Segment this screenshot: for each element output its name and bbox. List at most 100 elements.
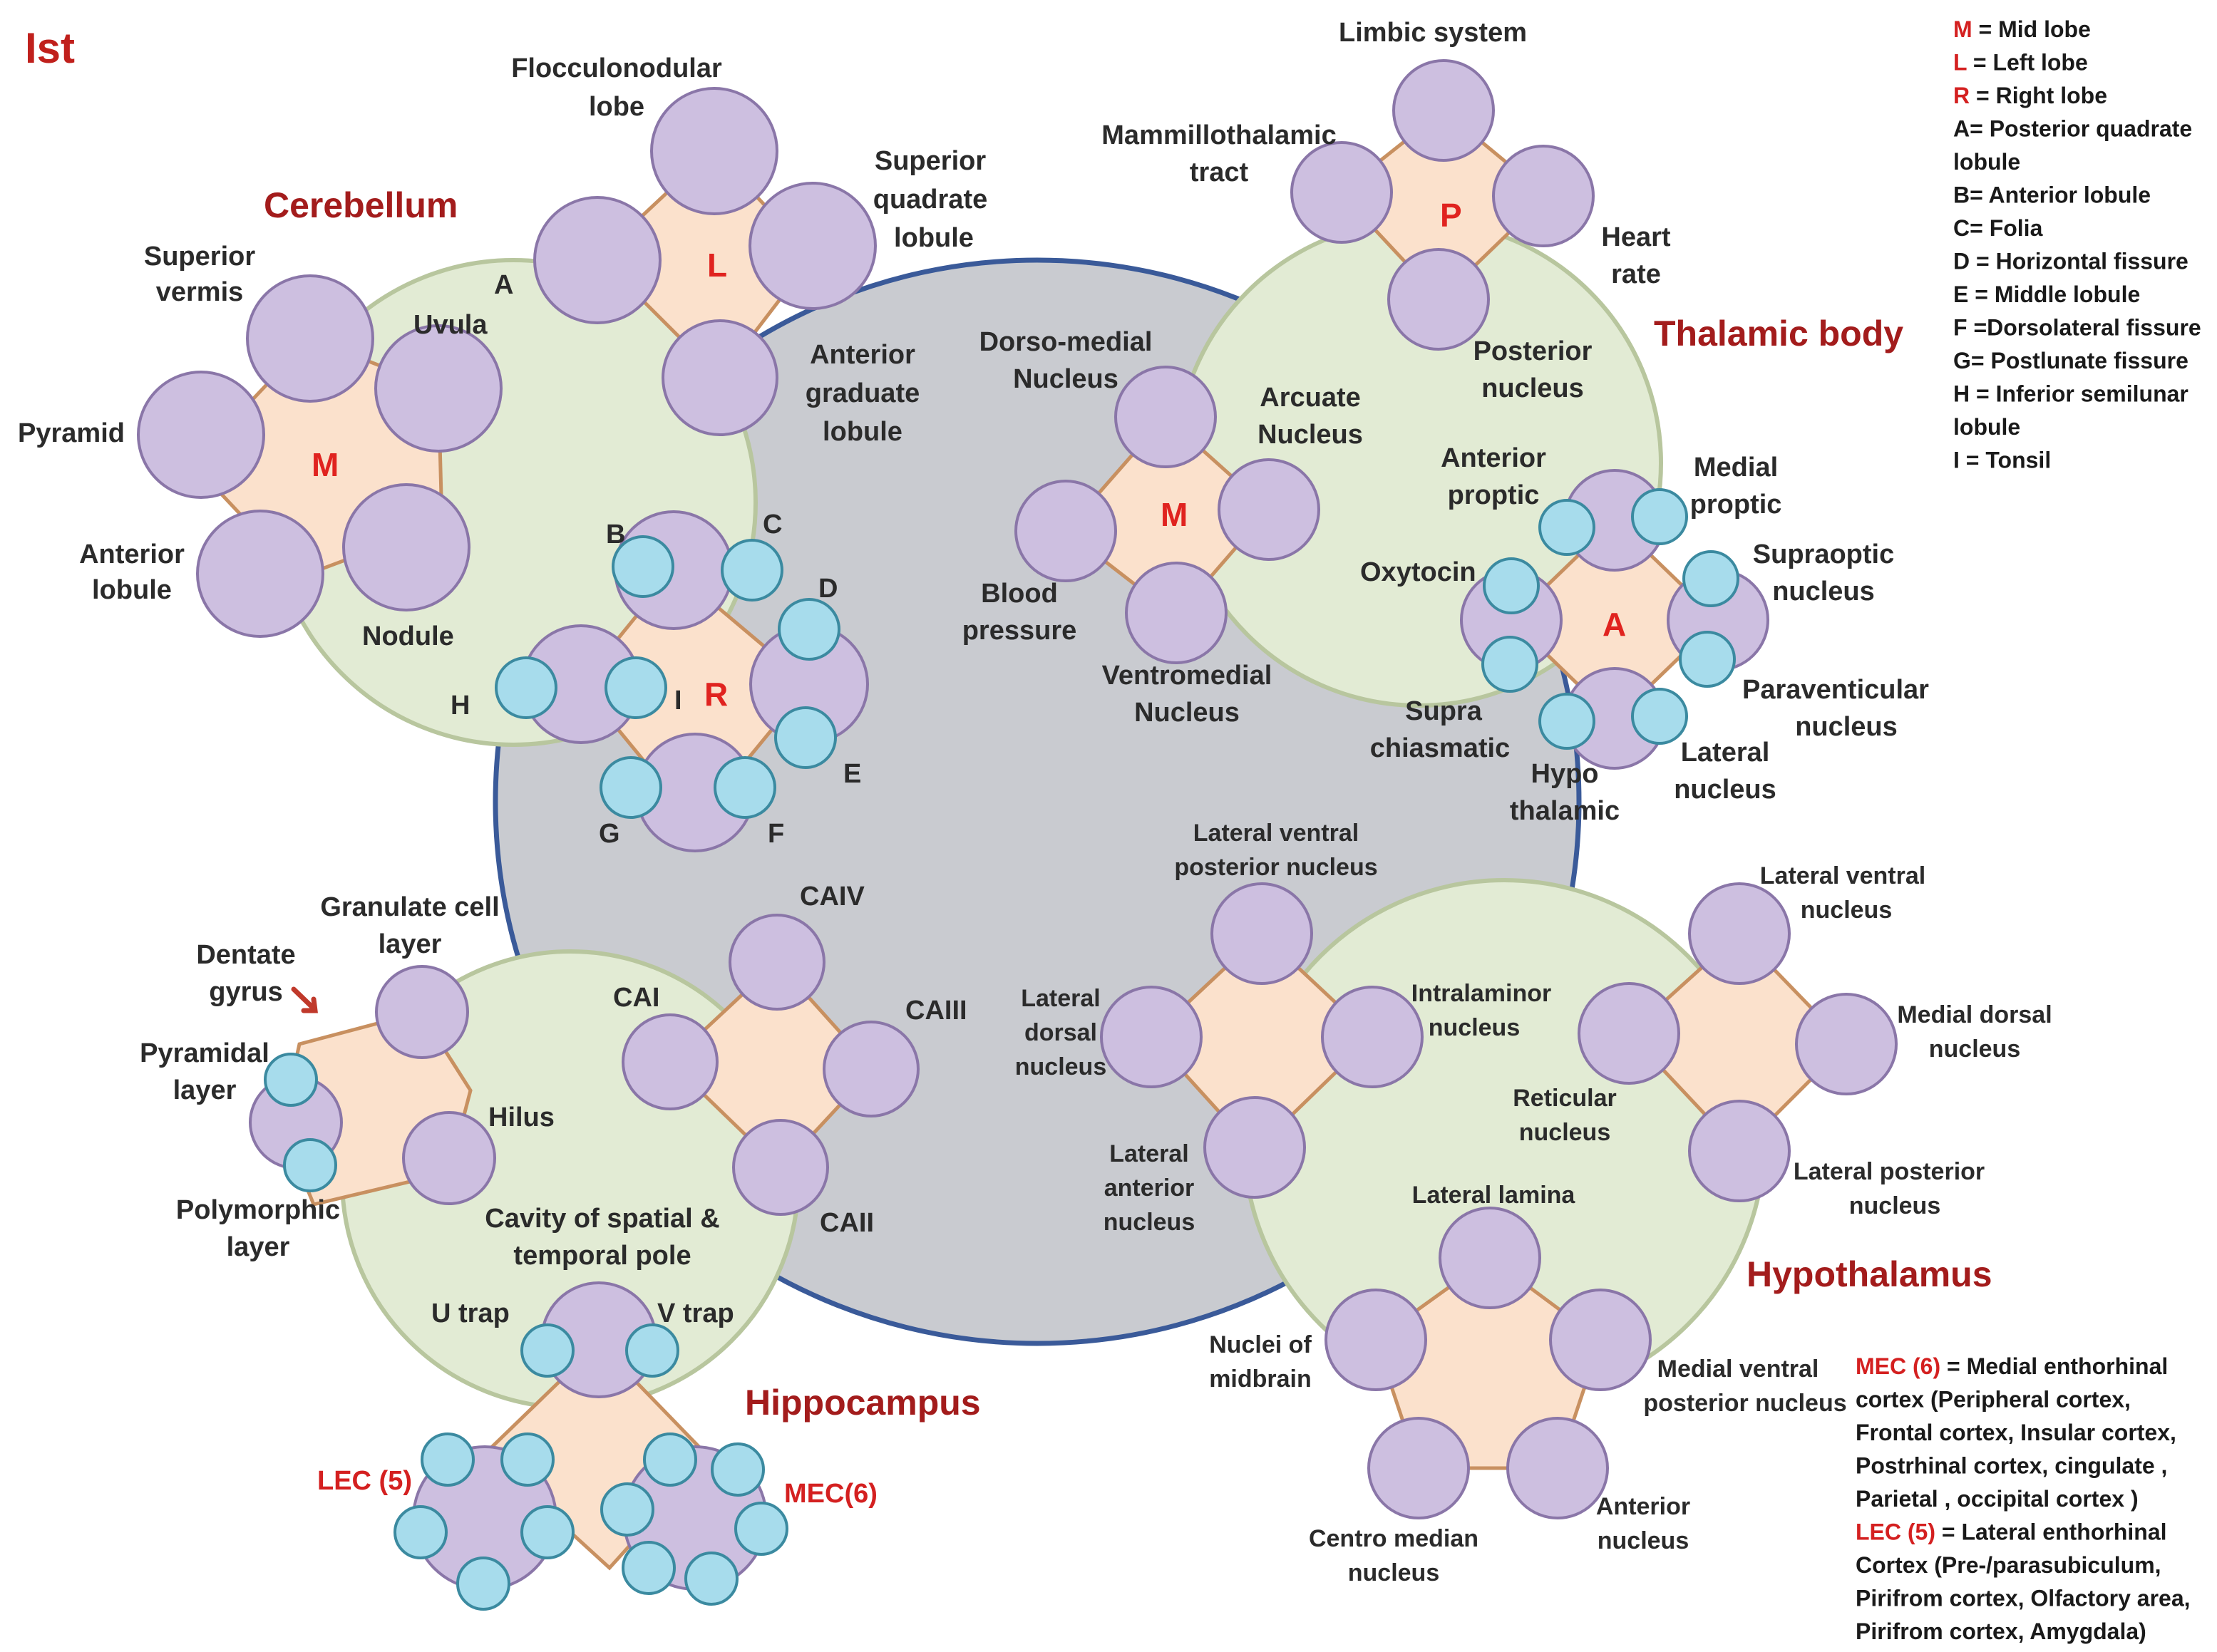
subnode-mec-2: [711, 1442, 765, 1497]
legend-bottom-text: = Medial enthorhinal: [1940, 1353, 2168, 1379]
legend-top-text: H = Inferior semilunar: [1953, 381, 2188, 407]
node-heart-rate: [1492, 145, 1595, 247]
legend-top-line: I = Tonsil: [1953, 448, 2051, 473]
thalamic-title: Thalamic body: [1654, 314, 1903, 353]
node-mammillothalamic: [1290, 141, 1393, 244]
node-nodule: [342, 483, 470, 611]
legend-top-text: A= Posterior quadrate: [1953, 116, 2192, 142]
subnode-anterior-proptic: [1538, 499, 1595, 556]
label-caiii: CAIII: [905, 996, 967, 1026]
node-lat-ventral: [1688, 882, 1791, 985]
legend-top-line: lobule: [1953, 149, 2020, 175]
legend-bottom-line: MEC (6) = Medial enthorhinal: [1856, 1353, 2168, 1379]
node-granulate: [375, 965, 469, 1059]
legend-bottom-text: Cortex (Pre-/parasubiculum,: [1856, 1552, 2161, 1578]
legend-top-line: D = Horizontal fissure: [1953, 249, 2188, 274]
subnode-lec-4: [456, 1557, 510, 1611]
node-lat-posterior: [1688, 1100, 1791, 1202]
label-mec: MEC(6): [784, 1479, 878, 1509]
label-nodule: Nodule: [362, 621, 454, 651]
legend-top-line: A= Posterior quadrate: [1953, 116, 2192, 142]
legend-top-line: R = Right lobe: [1953, 83, 2107, 108]
legend-top-line: F =Dorsolateral fissure: [1953, 315, 2201, 341]
legend-bottom-line: Pirifrom cortex, Olfactory area,: [1856, 1586, 2191, 1611]
legend-bottom-text: cortex (Peripheral cortex,: [1856, 1387, 2131, 1413]
legend-top-text: = Mid lobe: [1972, 16, 2091, 42]
subnode-g: [600, 756, 662, 819]
subnode-mec-5: [622, 1541, 676, 1595]
legend-top-key: R: [1953, 83, 1970, 108]
subnode-pyramidal-top: [264, 1053, 318, 1107]
legend-top-line: C= Folia: [1953, 215, 2043, 241]
cerebellum-title: Cerebellum: [264, 185, 458, 225]
subnode-mec-1: [643, 1432, 697, 1487]
page-label: Ist: [25, 24, 75, 72]
hub-m-letter: M: [312, 446, 339, 483]
subnode-mec-4: [684, 1552, 739, 1606]
node-superior-quadrate: [749, 182, 877, 310]
node-lat-anterior: [1203, 1096, 1306, 1199]
legend-top-text: lobule: [1953, 149, 2020, 175]
node-limbic: [1392, 59, 1495, 162]
node-l-left: [533, 196, 662, 324]
node-nuclei-midbrain: [1324, 1289, 1427, 1391]
hub-p-letter: P: [1440, 197, 1462, 234]
legend-top-key: L: [1953, 50, 1967, 76]
node-superior-vermis: [246, 274, 374, 403]
legend-top-line: H = Inferior semilunar: [1953, 381, 2188, 407]
node-flocculonodular: [650, 87, 778, 215]
legend-bottom-key: MEC (6): [1856, 1353, 1940, 1379]
hub-l-letter: L: [707, 247, 727, 284]
legend-bottom-text: Pirifrom cortex, Olfactory area,: [1856, 1586, 2191, 1611]
subnode-b: [612, 535, 674, 598]
node-medial-ventral-posterior: [1549, 1289, 1652, 1391]
node-hilus: [402, 1111, 496, 1205]
subnode-hypothalamic: [1538, 693, 1595, 750]
node-dorso-medial: [1114, 366, 1217, 468]
subnode-lec-3: [520, 1505, 575, 1559]
subnode-lec-2: [500, 1432, 555, 1487]
node-reticular: [1578, 982, 1680, 1085]
letter-c: C: [763, 510, 782, 540]
legend-top-text: = Right lobe: [1970, 83, 2107, 108]
node-intralaminor: [1321, 986, 1424, 1088]
legend-top-text: G= Postlunate fissure: [1953, 348, 2188, 373]
legend-bottom-line: LEC (5) = Lateral enthorhinal: [1856, 1519, 2167, 1545]
legend-top-line: G= Postlunate fissure: [1953, 348, 2188, 373]
legend-top-text: B= Anterior lobule: [1953, 182, 2151, 208]
legend-bottom-line: Frontal cortex, Insular cortex,: [1856, 1420, 2176, 1445]
node-ventromedial: [1125, 562, 1228, 664]
legend-top-text: F =Dorsolateral fissure: [1953, 315, 2201, 341]
label-caii: CAII: [820, 1208, 874, 1238]
label-v-trap: V trap: [657, 1299, 734, 1328]
subnode-mec-6: [600, 1482, 654, 1537]
node-anterior-nucleus: [1506, 1417, 1609, 1519]
letter-f: F: [768, 819, 784, 849]
legend-top-text: C= Folia: [1953, 215, 2043, 241]
legend-bottom: MEC (6) = Medial enthorhinal cortex (Per…: [1856, 1353, 2191, 1644]
legend-top-line: lobule: [1953, 414, 2020, 440]
legend-bottom-line: cortex (Peripheral cortex,: [1856, 1387, 2131, 1413]
letter-i: I: [674, 686, 682, 716]
letter-g: G: [599, 819, 620, 849]
label-cai: CAI: [613, 983, 659, 1013]
